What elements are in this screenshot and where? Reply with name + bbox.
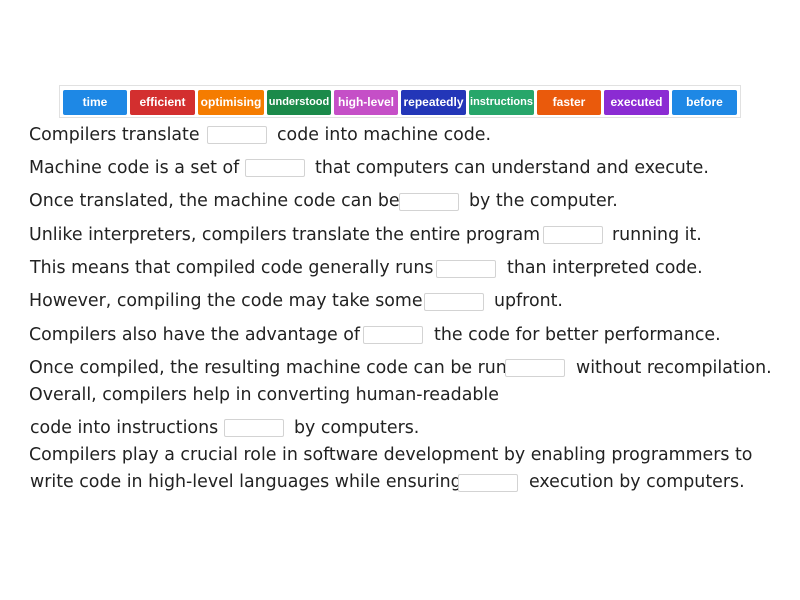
answer-blank-10[interactable] (458, 474, 518, 492)
sentence-10-after: execution by computers. (529, 472, 745, 492)
sentence-9-line1: Overall, compilers help in converting hu… (29, 385, 499, 405)
word-chip-understood[interactable]: understood (267, 90, 331, 115)
sentence-6-after: upfront. (494, 291, 563, 311)
sentence-5-after: than interpreted code. (507, 258, 703, 278)
sentence-3-after: by the computer. (469, 191, 618, 211)
word-chip-time[interactable]: time (63, 90, 127, 115)
sentence-9-before: code into instructions (30, 418, 219, 438)
sentence-4-after: running it. (612, 225, 702, 245)
answer-blank-2[interactable] (245, 159, 305, 177)
answer-blank-1[interactable] (207, 126, 267, 144)
answer-blank-5[interactable] (436, 260, 496, 278)
sentence-10-line1: Compilers play a crucial role in softwar… (29, 445, 753, 465)
sentence-8-before: Once compiled, the resulting machine cod… (29, 358, 507, 378)
sentence-1-after: code into machine code. (277, 125, 492, 145)
sentence-2-after: that computers can understand and execut… (315, 158, 709, 178)
answer-blank-3[interactable] (399, 193, 459, 211)
word-chip-before[interactable]: before (672, 90, 737, 115)
sentence-10-before: write code in high-level languages while… (30, 472, 462, 492)
word-chip-repeatedly[interactable]: repeatedly (401, 90, 466, 115)
sentence-4-before: Unlike interpreters, compilers translate… (29, 225, 541, 245)
sentence-8-after: without recompilation. (576, 358, 772, 378)
sentence-3-before: Once translated, the machine code can be (29, 191, 400, 211)
sentence-7-before: Compilers also have the advantage of (29, 325, 361, 345)
answer-blank-8[interactable] (505, 359, 565, 377)
answer-blank-9[interactable] (224, 419, 284, 437)
word-chip-faster[interactable]: faster (537, 90, 601, 115)
word-chip-executed[interactable]: executed (604, 90, 669, 115)
sentence-5-before: This means that compiled code generally … (30, 258, 434, 278)
word-chip-high-level[interactable]: high-level (334, 90, 398, 115)
word-chip-instructions[interactable]: instructions (469, 90, 534, 115)
sentence-2-before: Machine code is a set of (29, 158, 240, 178)
sentence-1-before: Compilers translate (29, 125, 200, 145)
sentence-6-before: However, compiling the code may take som… (29, 291, 423, 311)
answer-blank-6[interactable] (424, 293, 484, 311)
sentence-7-after: the code for better performance. (434, 325, 721, 345)
answer-blank-4[interactable] (543, 226, 603, 244)
answer-blank-7[interactable] (363, 326, 423, 344)
sentence-9-after: by computers. (294, 418, 420, 438)
word-chip-optimising[interactable]: optimising (198, 90, 264, 115)
word-chip-efficient[interactable]: efficient (130, 90, 195, 115)
word-bank: time efficient optimising understood hig… (59, 85, 741, 118)
